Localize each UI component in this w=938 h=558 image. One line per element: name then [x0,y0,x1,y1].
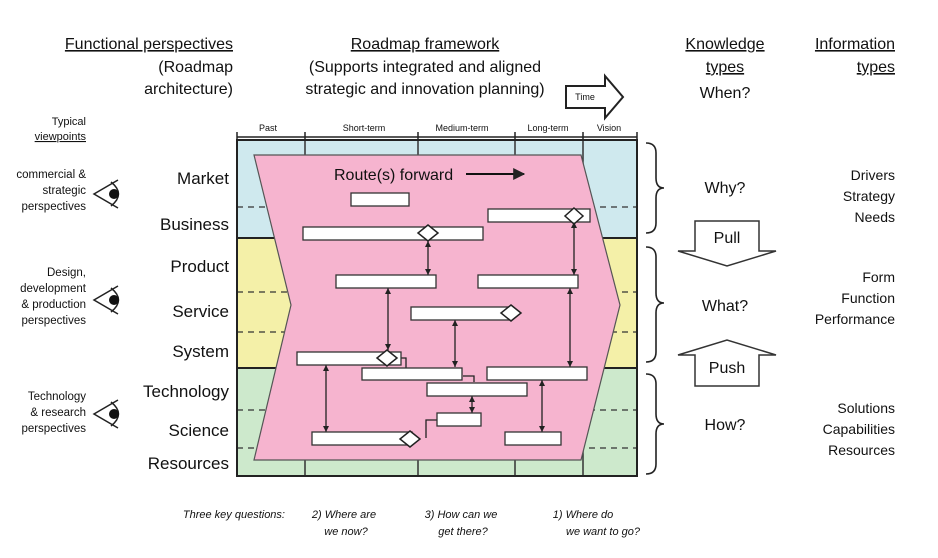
design-perspective-1: Design, [47,267,86,279]
info-resources: Resources [828,442,895,458]
timeline-long-term: Long-term [527,123,568,133]
roadmap-bar [296,351,402,366]
key-question-3-line1: 3) How can we [425,509,498,521]
layer-product: Product [170,257,229,276]
layer-science: Science [169,421,229,440]
info-performance: Performance [815,311,895,327]
roadmap-bar [477,274,579,289]
question-why: Why? [705,180,746,197]
key-question-2-line2: we now? [324,526,368,538]
route-forward-label: Route(s) forward [334,167,453,184]
commercial-perspective-2: strategic [43,185,87,197]
question-how: How? [705,417,746,434]
roadmap-connectors [325,222,575,438]
info-capabilities: Capabilities [823,421,895,437]
eye-icon [92,285,120,315]
pull-arrow: Pull [677,220,777,267]
layer-market: Market [177,169,229,188]
roadmap-framework-title: Roadmap framework [351,36,501,53]
technology-perspective-3: perspectives [21,423,86,435]
info-needs: Needs [855,209,895,225]
layer-technology: Technology [143,382,230,401]
functional-perspectives-line1: (Roadmap [158,59,233,76]
question-what: What? [702,298,748,315]
technology-perspective-1: Technology [28,391,86,403]
info-drivers: Drivers [851,167,895,183]
knowledge-types-line1: Knowledge [685,36,764,53]
info-strategy: Strategy [843,188,895,204]
roadmap-bar [335,274,437,289]
knowledge-types-line2: types [706,59,744,76]
layer-system: System [172,342,229,361]
functional-perspectives-line2: architecture) [144,81,233,98]
viewpoints-title-1: Typical [52,116,86,128]
design-perspective-2: development [20,283,87,295]
time-arrow: Time [565,73,625,121]
push-arrow: Push [677,339,777,387]
information-types-line2: types [857,59,895,76]
eye-icon [92,399,120,429]
timeline-past: Past [259,123,278,133]
roadmap-bar [487,208,591,223]
info-solutions: Solutions [837,400,895,416]
framework-border [236,139,638,477]
milestone-diamond [499,304,523,322]
layer-business: Business [160,215,229,234]
layer-braces [645,142,665,475]
roadmap-bar [350,192,410,207]
layer-service: Service [172,302,229,321]
roadmap-bar [504,431,562,446]
roadmap-bar [486,366,588,381]
milestone-diamond [375,349,399,367]
pull-label: Pull [714,230,741,247]
roadmap-bar [436,412,482,427]
timeline-vision: Vision [597,123,621,133]
key-questions-label: Three key questions: [183,509,285,521]
key-question-1-line2: we want to go? [566,526,641,538]
connector-arrowheads [323,222,577,432]
roadmap-bar [361,367,463,381]
knowledge-types-line3: When? [700,85,751,102]
info-form: Form [862,269,895,285]
commercial-perspective-1: commercial & [16,169,86,181]
eye-icon [92,179,120,209]
push-label: Push [709,360,745,377]
functional-perspectives-title: Functional perspectives [65,36,233,53]
commercial-perspective-3: perspectives [21,201,86,213]
timeline-ticks [236,132,638,140]
roadmap-bar [302,226,484,241]
key-question-1-line1: 1) Where do [553,509,614,521]
roadmap-framework-line2: strategic and innovation planning) [305,81,544,98]
layer-resources: Resources [148,454,229,473]
timeline-short-term: Short-term [343,123,386,133]
design-perspective-3: & production [21,299,86,311]
viewpoints-title-2: viewpoints [35,131,87,143]
key-question-2-line1: 2) Where are [311,509,376,521]
key-question-3-line2: get there? [438,526,488,538]
roadmap-bar [426,382,528,397]
technology-perspective-2: & research [30,407,86,419]
information-types-line1: Information [815,36,895,53]
design-perspective-4: perspectives [21,315,86,327]
milestone-diamond [398,430,422,448]
roadmap-bar [410,306,512,321]
roadmap-framework-line1: (Supports integrated and aligned [309,59,541,76]
time-label: Time [575,92,595,102]
timeline-medium-term: Medium-term [435,123,488,133]
info-function: Function [841,290,895,306]
roadmap-bar [311,431,413,446]
